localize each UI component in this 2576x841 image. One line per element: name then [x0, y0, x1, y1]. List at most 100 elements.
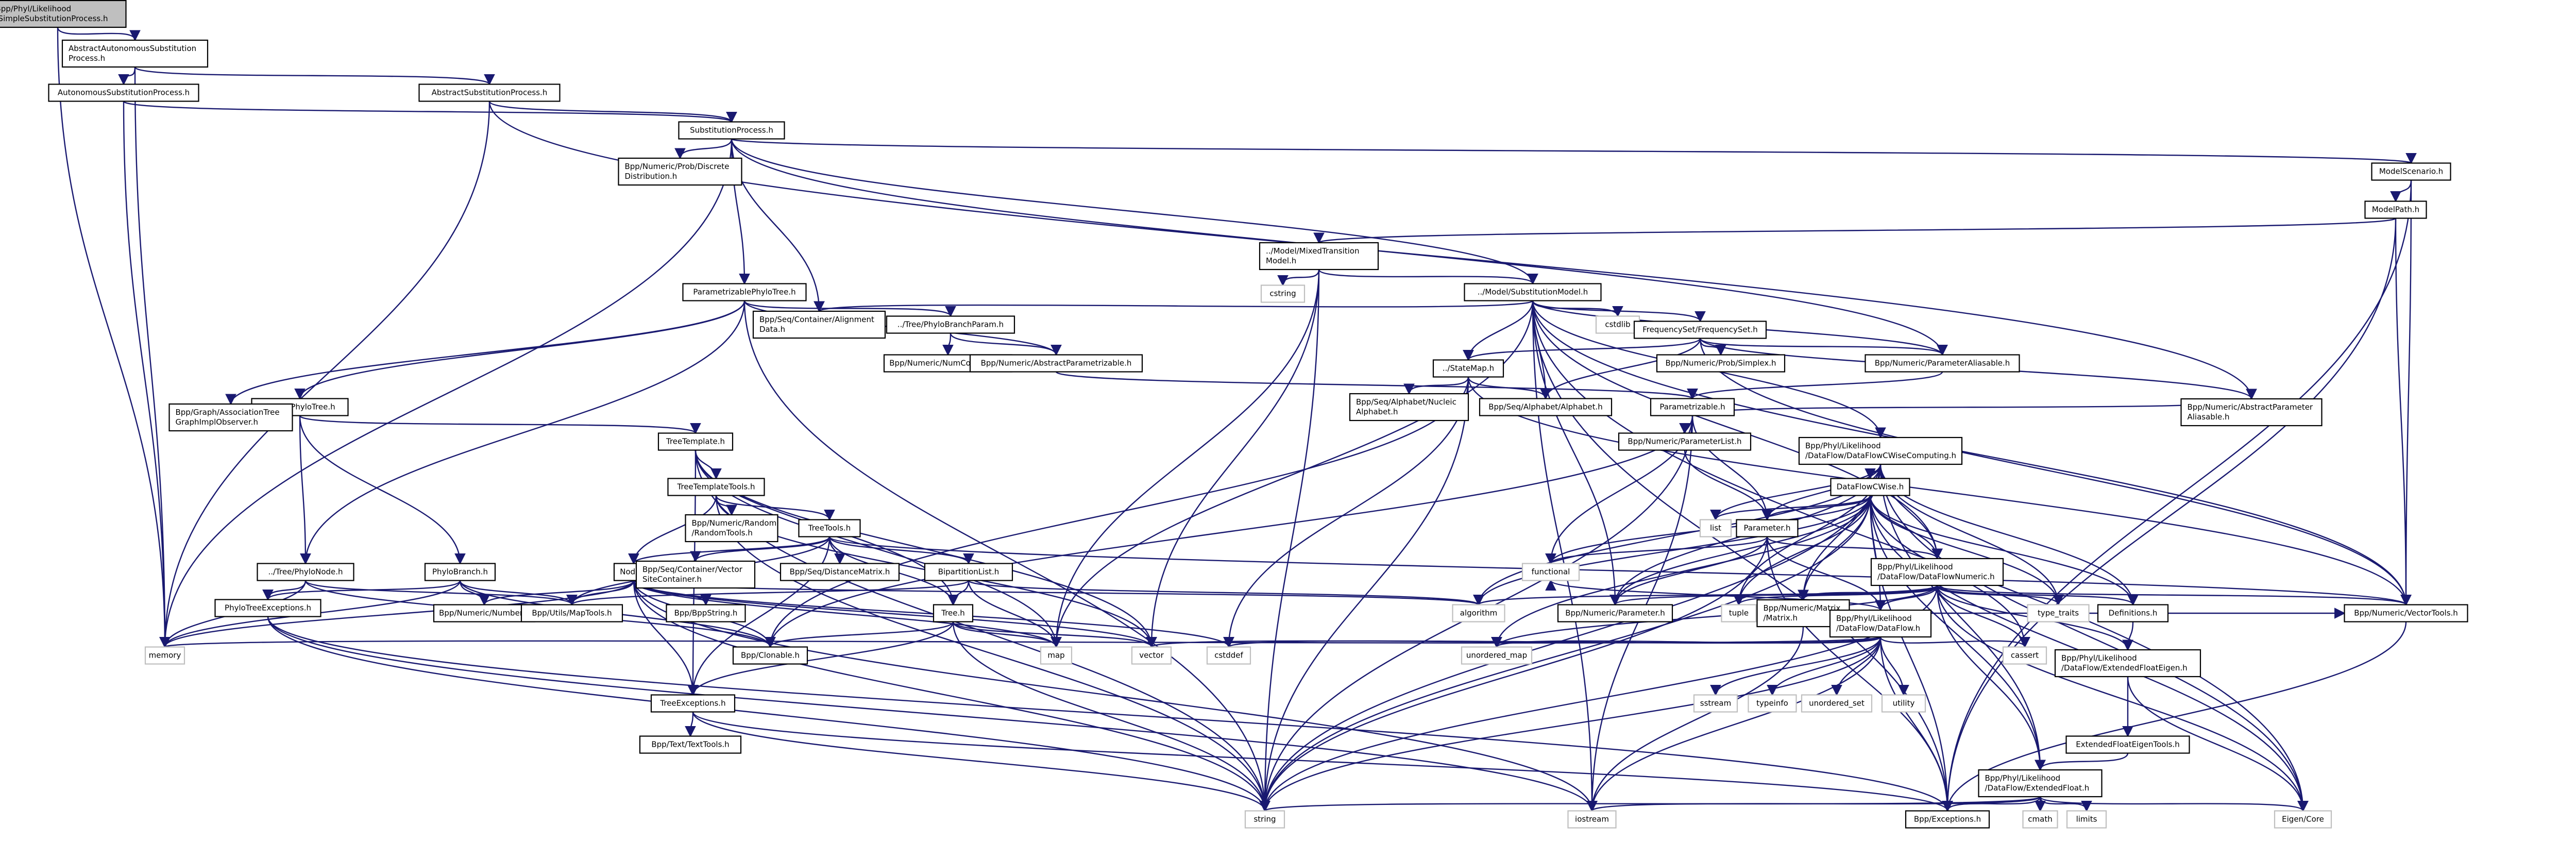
node-freqset[interactable]: FrequencySet/FrequencySet.h [1633, 321, 1767, 339]
node-absp[interactable]: AbstractSubstitutionProcess.h [418, 83, 561, 102]
node-matrix[interactable]: Bpp/Numeric/Matrix/Matrix.h [1756, 599, 1850, 628]
node-map[interactable]: map [1040, 646, 1073, 665]
node-vector[interactable]: vector [1131, 646, 1172, 665]
edge-mpath-to-mixed [1314, 217, 2397, 244]
edge-parameter-to-string [1259, 536, 1768, 812]
node-parameter[interactable]: Parameter.h [1736, 519, 1799, 537]
node-paramlist[interactable]: Bpp/Numeric/ParameterList.h [1618, 432, 1752, 451]
node-probsimplex[interactable]: Bpp/Numeric/Prob/Simplex.h [1656, 354, 1786, 373]
node-cstddef[interactable]: cstddef [1206, 646, 1251, 665]
node-limits[interactable]: limits [2066, 810, 2107, 829]
node-exceptions[interactable]: Bpp/Exceptions.h [1905, 810, 1990, 829]
node-string[interactable]: string [1244, 810, 1285, 829]
node-treeexc[interactable]: TreeExceptions.h [650, 694, 736, 713]
node-memory[interactable]: memory [144, 646, 185, 665]
node-tuple[interactable]: tuple [1721, 604, 1757, 623]
node-randomtools[interactable]: Bpp/Numeric/Random/RandomTools.h [685, 514, 778, 543]
node-cassert[interactable]: cassert [2002, 646, 2047, 665]
edge-absp-to-sp [488, 100, 737, 123]
node-mpath[interactable]: ModelPath.h [2364, 200, 2427, 219]
node-parametrizable[interactable]: Parametrizable.h [1650, 398, 1735, 416]
node-dfnum[interactable]: Bpp/Phyl/Likelihood/DataFlow/DataFlowNum… [1870, 558, 2004, 586]
node-asp[interactable]: AutonomousSubstitutionProcess.h [48, 83, 199, 102]
node-alphabet[interactable]: Bpp/Seq/Alphabet/Alphabet.h [1479, 398, 1613, 416]
node-cstdlib[interactable]: cstdlib [1595, 315, 1640, 334]
edge-ptexc-to-exceptions [267, 616, 1953, 812]
node-unordset[interactable]: unordered_set [1801, 694, 1873, 713]
node-graphobs[interactable]: Bpp/Graph/AssociationTreeGraphImplObserv… [168, 403, 293, 432]
edge-sp-to-subsmodel [731, 139, 1538, 285]
node-vectortools[interactable]: Bpp/Numeric/VectorTools.h [2344, 604, 2468, 623]
edge-sp-to-mscen [731, 138, 2416, 164]
node-efet[interactable]: ExtendedFloatEigenTools.h [2065, 735, 2190, 754]
node-label: BipartitionList.h [938, 567, 999, 577]
node-sp[interactable]: SubstitutionProcess.h [678, 121, 785, 140]
node-iostream[interactable]: iostream [1567, 810, 1617, 829]
node-algorithm[interactable]: algorithm [1452, 604, 1505, 623]
node-distmatrix[interactable]: Bpp/Seq/DistanceMatrix.h [779, 563, 900, 581]
node-functional[interactable]: functional [1521, 563, 1580, 581]
node-eigencore[interactable]: Eigen/Core [2274, 810, 2332, 829]
node-bppstring[interactable]: Bpp/BppString.h [666, 604, 746, 623]
node-list[interactable]: list [1699, 519, 1732, 537]
node-treetemplate[interactable]: TreeTemplate.h [657, 432, 734, 451]
node-bipart[interactable]: BipartitionList.h [924, 563, 1013, 581]
node-definitions[interactable]: Definitions.h [2097, 604, 2169, 623]
node-phylobranch[interactable]: PhyloBranch.h [424, 563, 496, 581]
node-statemap[interactable]: ../StateMap.h [1432, 359, 1504, 378]
node-dfcwise[interactable]: DataFlowCWise.h [1830, 478, 1910, 496]
node-label: iostream [1575, 815, 1609, 824]
edge-dfcwise-to-ef [1869, 495, 2046, 771]
node-box [657, 432, 734, 451]
node-phylobp[interactable]: ../Tree/PhyloBranchParam.h [886, 315, 1015, 334]
node-cstring[interactable]: cstring [1260, 284, 1306, 303]
node-texttools[interactable]: Bpp/Text/TextTools.h [639, 735, 742, 754]
edge-paramtree-to-graphobs [225, 300, 745, 406]
node-treetools[interactable]: TreeTools.h [798, 519, 861, 537]
node-sstream[interactable]: sstream [1693, 694, 1738, 713]
node-cmath[interactable]: cmath [2022, 810, 2058, 829]
edge-ef-to-limits [2039, 796, 2092, 812]
node-dfcw[interactable]: Bpp/Phyl/Likelihood/DataFlow/DataFlowCWi… [1798, 436, 1963, 465]
node-mscen[interactable]: ModelScenario.h [2371, 162, 2451, 181]
edge-matrix-to-iostream [1586, 626, 1804, 812]
node-label: ParametrizablePhyloTree.h [693, 288, 795, 297]
node-phylonode[interactable]: ../Tree/PhyloNode.h [257, 563, 354, 581]
node-ptexc[interactable]: PhyloTreeExceptions.h [214, 599, 321, 617]
node-tree[interactable]: Tree.h [933, 604, 974, 623]
node-label: ../Tree/PhyloBranchParam.h [897, 320, 1004, 329]
node-absparam[interactable]: Bpp/Numeric/AbstractParametrizable.h [969, 354, 1143, 373]
node-label: /RandomTools.h [692, 528, 753, 537]
node-numparam[interactable]: Bpp/Numeric/Parameter.h [1557, 604, 1673, 623]
node-dataflow[interactable]: Bpp/Phyl/Likelihood/DataFlow/DataFlow.h [1829, 609, 1932, 638]
node-paramtree[interactable]: ParametrizablePhyloTree.h [682, 283, 807, 301]
node-typetraits[interactable]: type_traits [2027, 604, 2090, 623]
edge-dfcwise-to-typetraits [1869, 495, 2064, 606]
node-subsmodel[interactable]: ../Model/SubstitutionModel.h [1464, 283, 1602, 301]
node-efeigen[interactable]: Bpp/Phyl/Likelihood/DataFlow/ExtendedFlo… [2054, 649, 2201, 678]
node-box [2066, 810, 2107, 829]
node-paramalias[interactable]: Bpp/Numeric/ParameterAliasable.h [1865, 354, 2020, 373]
node-utility[interactable]: utility [1881, 694, 1926, 713]
node-box [1656, 354, 1786, 373]
node-box [1521, 563, 1580, 581]
node-typeinfo[interactable]: typeinfo [1748, 694, 1797, 713]
node-numnumber[interactable]: Bpp/Numeric/Number.h [433, 604, 536, 623]
node-box [1432, 359, 1504, 378]
edge-dfcwise-to-algorithm [1473, 495, 1871, 606]
node-ttt[interactable]: TreeTemplateTools.h [667, 478, 765, 496]
node-label: list [1710, 524, 1721, 533]
node-root[interactable]: Bpp/Phyl/Likelihood/SimpleSubstitutionPr… [0, 0, 127, 28]
node-ef[interactable]: Bpp/Phyl/Likelihood/DataFlow/ExtendedFlo… [1978, 769, 2103, 798]
node-clonable[interactable]: Bpp/Clonable.h [732, 646, 808, 665]
node-unordmap[interactable]: unordered_map [1461, 646, 1533, 665]
node-maptools[interactable]: Bpp/Utils/MapTools.h [520, 604, 623, 623]
node-label: memory [149, 651, 181, 660]
